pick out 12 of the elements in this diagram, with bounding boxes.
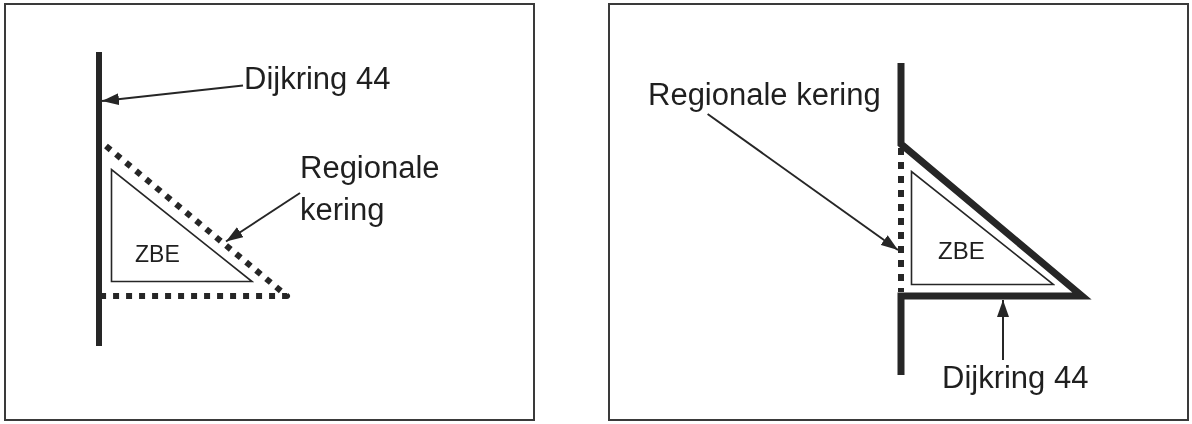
callout-label: Regionale kering <box>648 77 881 113</box>
leader-arrow <box>997 299 1009 361</box>
panel-frame <box>4 3 535 421</box>
leader-arrow <box>706 113 899 251</box>
leader-arrow <box>225 192 301 243</box>
panel-frame <box>608 3 1189 421</box>
zone-label: ZBE <box>938 239 985 263</box>
zone-label: ZBE <box>135 243 180 266</box>
callout-label: Regionale kering <box>300 147 452 231</box>
callout-label: Dijkring 44 <box>244 61 391 97</box>
leader-arrow <box>101 84 244 106</box>
callout-label: Dijkring 44 <box>942 360 1089 396</box>
